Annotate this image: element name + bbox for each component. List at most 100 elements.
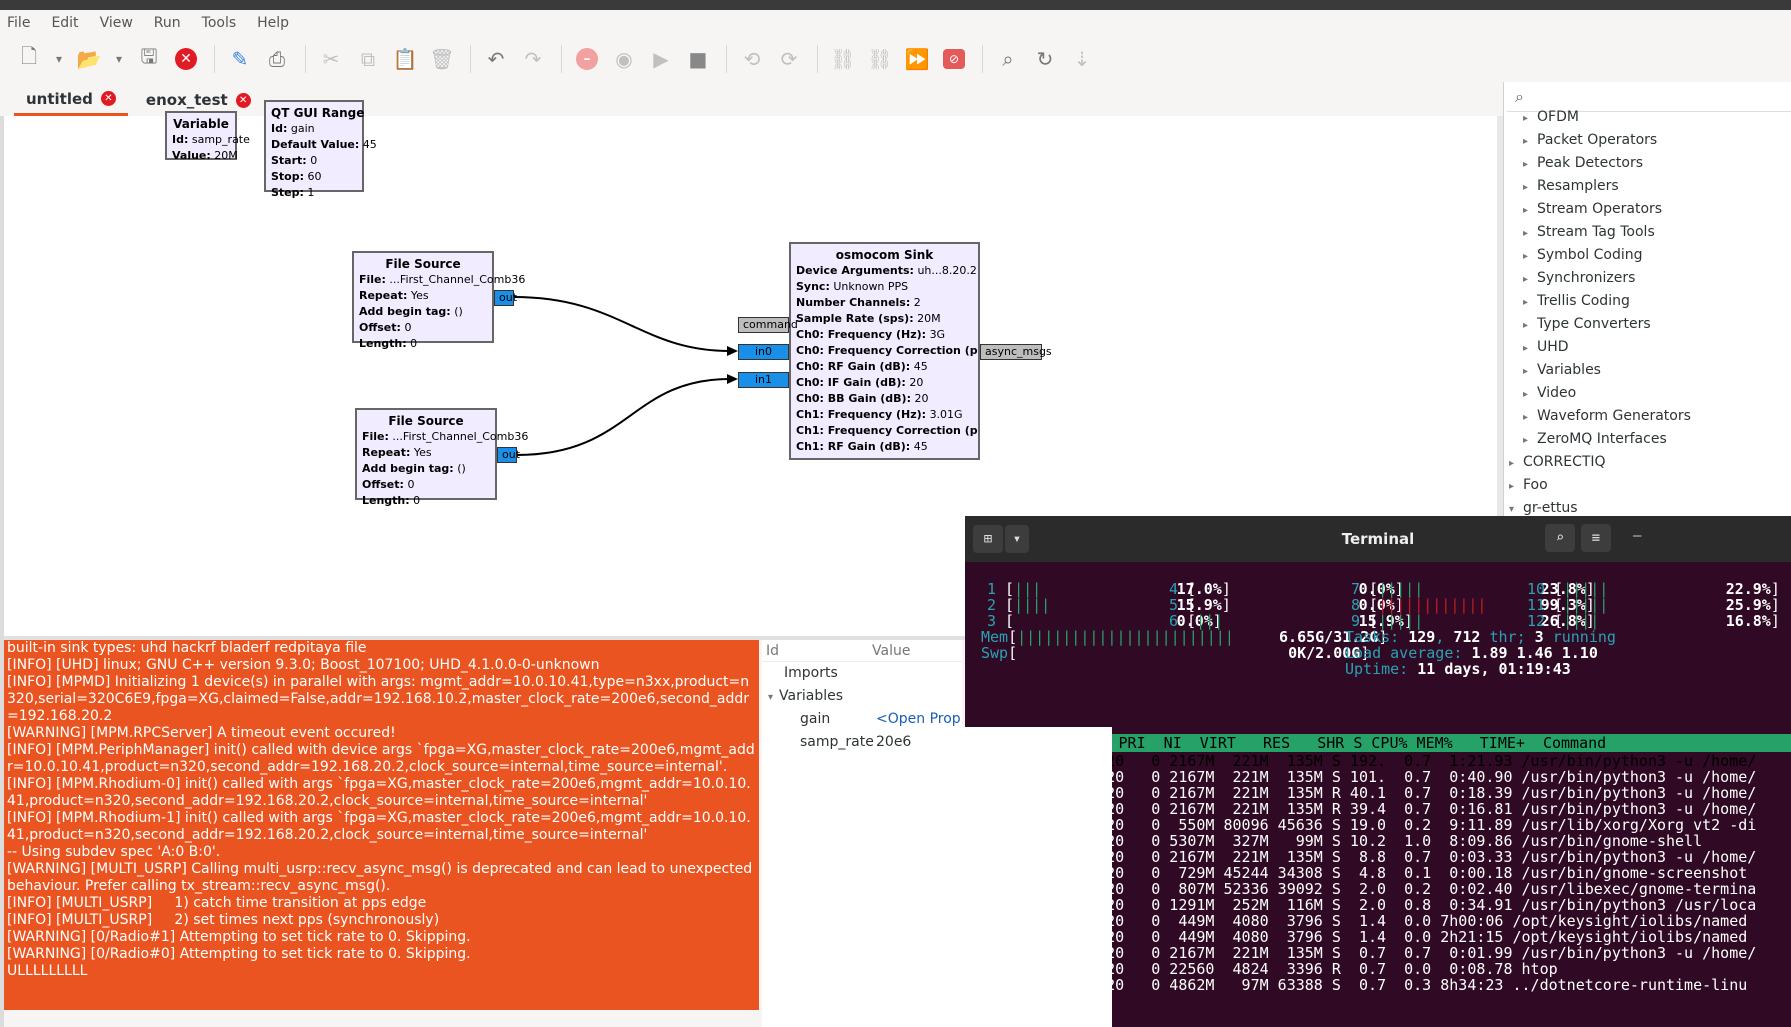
variables-row[interactable]: ▾Variables: [762, 685, 962, 708]
search-icon[interactable]: ⌕: [1545, 524, 1575, 552]
new-tab-icon[interactable]: ⊞: [973, 525, 1003, 553]
edit-icon[interactable]: ✎: [231, 47, 249, 71]
tree-item[interactable]: ▸UHD: [1503, 336, 1791, 359]
reload-icon[interactable]: ↻: [1036, 47, 1054, 71]
out-port[interactable]: out: [497, 447, 520, 463]
tree-item[interactable]: ▸Variables: [1503, 359, 1791, 382]
process-row[interactable]: 20 0 4862M 97M 63388 S 0.7 0.3 8h34:23 .…: [1079, 976, 1748, 994]
pane-splitter[interactable]: [4, 636, 1500, 640]
tree-item[interactable]: ▸OFDM: [1503, 106, 1791, 129]
process-row[interactable]: 20 0 5307M 327M 99M S 10.2 1.0 8:09.86 /…: [1079, 832, 1703, 850]
save-icon[interactable]: 🖫: [140, 44, 158, 68]
process-row[interactable]: 20 0 2167M 221M 135M S 8.8 0.7 0:03.33 /…: [1079, 848, 1757, 866]
chevron-down-icon[interactable]: ▾: [115, 52, 123, 66]
hierarchy-remove-icon[interactable]: ⛓: [867, 47, 893, 71]
rotate-ccw-icon[interactable]: ⟲: [743, 47, 761, 71]
column-value[interactable]: Value: [872, 642, 911, 659]
out-port[interactable]: out: [494, 290, 517, 306]
canvas-scrollbar[interactable]: [1497, 116, 1503, 636]
process-row[interactable]: 20 0 2167M 221M 135M S 101. 0.7 0:40.90 …: [1079, 768, 1757, 786]
mem-bracket: ]: [1378, 628, 1388, 646]
tree-item-label: Waveform Generators: [1537, 408, 1691, 424]
menu-help[interactable]: Help: [257, 15, 290, 31]
close-icon[interactable]: ✕: [100, 91, 116, 106]
new-file-icon[interactable]: 🗋: [20, 44, 38, 68]
tree-item[interactable]: ▸Synchronizers: [1503, 267, 1791, 290]
menu-run[interactable]: Run: [153, 15, 181, 31]
process-row[interactable]: 20 0 1291M 252M 116M S 2.0 0.8 0:34.91 /…: [1079, 896, 1757, 914]
open-folder-icon[interactable]: 📂: [76, 47, 102, 71]
cpu-bracket: ]: [1394, 580, 1404, 598]
menu-edit[interactable]: Edit: [51, 15, 79, 31]
tree-item[interactable]: ▸Foo: [1503, 474, 1791, 497]
process-row[interactable]: 20 0 449M 4080 3796 S 1.4 0.0 2h21:15 /o…: [1079, 928, 1748, 946]
fast-forward-icon[interactable]: ⏩: [904, 47, 930, 71]
tree-item[interactable]: ▸Video: [1503, 382, 1791, 405]
rotate-cw-icon[interactable]: ⟳: [780, 47, 798, 71]
menu-file[interactable]: File: [7, 15, 31, 31]
disable-icon[interactable]: –: [570, 42, 604, 76]
tree-item[interactable]: ▸Trellis Coding: [1503, 290, 1791, 313]
chevron-down-icon[interactable]: ▾: [55, 52, 63, 66]
column-id[interactable]: Id: [766, 642, 780, 659]
run-icon[interactable]: ▶: [653, 47, 669, 71]
process-row[interactable]: 20 0 729M 45244 34308 S 4.8 0.1 0:00.18 …: [1079, 864, 1748, 882]
minimize-icon[interactable]: –: [1633, 528, 1642, 544]
search-input[interactable]: ⌕: [1507, 82, 1791, 112]
process-row[interactable]: 20 0 22560 4824 3396 R 0.7 0.0 0:08.78 h…: [1079, 960, 1558, 978]
tree-item[interactable]: ▸Symbol Coding: [1503, 244, 1791, 267]
menu-view[interactable]: View: [99, 15, 133, 31]
close-icon[interactable]: ✕: [169, 42, 203, 76]
tree-item[interactable]: ▾gr-ettus: [1503, 497, 1791, 520]
search-icon[interactable]: ⌕: [1002, 47, 1014, 71]
in1-port[interactable]: in1: [738, 372, 789, 388]
tree-item[interactable]: ▸Packet Operators: [1503, 129, 1791, 152]
redo-icon[interactable]: ↷: [524, 47, 542, 71]
tree-item[interactable]: ▸Resamplers: [1503, 175, 1791, 198]
tree-item[interactable]: ▸Waveform Generators: [1503, 405, 1791, 428]
process-row[interactable]: 20 0 2167M 221M 135M R 39.4 0.7 0:16.81 …: [1079, 800, 1757, 818]
cut-icon[interactable]: ✂: [322, 47, 340, 71]
close-icon[interactable]: ✕: [235, 92, 251, 108]
kill-icon[interactable]: ⊘: [937, 42, 971, 76]
stop-icon[interactable]: ■: [688, 47, 708, 71]
process-row[interactable]: 20 0 807M 52336 39092 S 2.0 0.2 0:02.40 …: [1079, 880, 1757, 898]
undo-icon[interactable]: ↶: [487, 47, 505, 71]
tree-item[interactable]: ▸Stream Tag Tools: [1503, 221, 1791, 244]
tree-item[interactable]: ▸ZeroMQ Interfaces: [1503, 428, 1791, 451]
in0-port[interactable]: in0: [738, 344, 789, 360]
tree-item[interactable]: ▸CORRECTIQ: [1503, 451, 1791, 474]
process-row[interactable]: 20 0 2167M 221M 135M S 192. 0.7 1:21.93 …: [1079, 752, 1757, 770]
terminal-window[interactable]: ⊞ ▾ Terminal ⌕ ≡ – 1 [||| 17.0%]2 [|||| …: [965, 516, 1791, 1027]
process-row[interactable]: 20 0 2167M 221M 135M R 40.1 0.7 0:18.39 …: [1079, 784, 1757, 802]
print-icon[interactable]: ⎙: [269, 47, 285, 71]
move-down-icon[interactable]: ⇣: [1073, 47, 1091, 71]
bypass-icon[interactable]: ◉: [615, 47, 633, 71]
process-row[interactable]: 20 0 550M 80096 45636 S 19.0 0.2 9:11.89…: [1079, 816, 1757, 834]
paste-icon[interactable]: 📋: [392, 47, 418, 71]
chevron-down-icon[interactable]: ▾: [1005, 525, 1029, 553]
async-msgs-port[interactable]: async_msgs: [980, 344, 1052, 360]
copy-icon[interactable]: ⧉: [360, 47, 376, 71]
menu-tools[interactable]: Tools: [201, 15, 237, 31]
tree-item[interactable]: ▸Peak Detectors: [1503, 152, 1791, 175]
tab-untitled[interactable]: untitled ✕: [14, 84, 128, 116]
tree-item[interactable]: ▸Stream Operators: [1503, 198, 1791, 221]
imports-row[interactable]: Imports: [762, 662, 962, 685]
delete-icon[interactable]: 🗑: [429, 47, 455, 71]
tree-item[interactable]: ▸Type Converters: [1503, 313, 1791, 336]
variable-row[interactable]: gain<Open Prop: [762, 708, 962, 731]
cpu-number: 12: [1527, 612, 1546, 630]
hierarchy-icon[interactable]: ⛓: [830, 47, 856, 71]
command-port[interactable]: command: [738, 317, 798, 333]
process-row[interactable]: 20 0 2167M 221M 135M S 0.7 0.7 0:01.99 /…: [1079, 944, 1757, 962]
tab-enox-test[interactable]: enox_test ✕: [134, 84, 263, 116]
process-header[interactable]: PID USER PRI NI VIRT RES SHR S CPU% MEM%…: [965, 734, 1791, 752]
hamburger-menu-icon[interactable]: ≡: [1581, 524, 1611, 552]
